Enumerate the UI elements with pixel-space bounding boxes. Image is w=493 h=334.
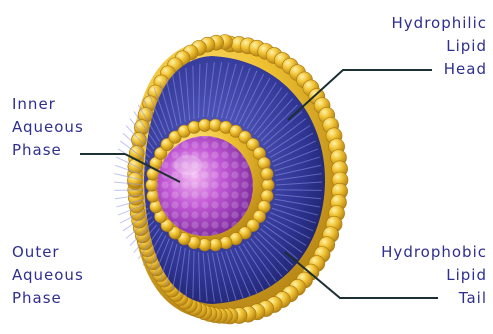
lipid-head-bead — [146, 179, 158, 191]
label-hydrophobic-lipid-tail: Hydrophobic Lipid Tail — [381, 241, 487, 310]
lipid-head-bead — [198, 239, 210, 251]
lipid-head-bead — [209, 119, 221, 131]
label-line: Aqueous — [12, 116, 84, 139]
lipid-head-bead — [188, 121, 200, 133]
label-inner-aqueous-phase: Inner Aqueous Phase — [12, 93, 84, 162]
label-line: Head — [392, 58, 487, 81]
label-line: Hydrophilic — [392, 12, 487, 35]
label-line: Aqueous — [12, 264, 84, 287]
label-line: Tail — [381, 287, 487, 310]
label-line: Lipid — [381, 264, 487, 287]
inner-aqueous-core — [157, 136, 253, 236]
label-outer-aqueous-phase: Outer Aqueous Phase — [12, 241, 84, 310]
label-line: Phase — [12, 287, 84, 310]
lipid-tail-stripe — [276, 190, 322, 191]
lipid-head-bead — [261, 168, 273, 180]
lipid-head-bead — [220, 237, 232, 249]
lipid-head-bead — [262, 179, 274, 191]
label-line: Lipid — [392, 35, 487, 58]
lipid-tail-stripe — [114, 190, 144, 191]
label-line: Phase — [12, 139, 84, 162]
label-line: Hydrophobic — [381, 241, 487, 264]
label-hydrophilic-lipid-head: Hydrophilic Lipid Head — [392, 12, 487, 81]
lipid-head-bead — [128, 173, 143, 188]
label-line: Outer — [12, 241, 84, 264]
label-line: Inner — [12, 93, 84, 116]
